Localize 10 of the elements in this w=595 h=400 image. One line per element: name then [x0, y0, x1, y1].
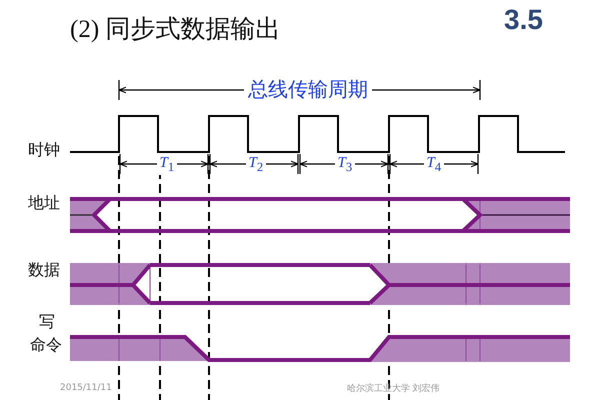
footer-date: 2015/11/11	[60, 384, 112, 394]
footer-text: 哈尔滨工业大学 刘宏伟	[347, 384, 440, 394]
title: (2) 同步式数据输出	[70, 16, 280, 44]
signal-label: 地址	[28, 194, 60, 212]
dimension-label: 总线传输周期	[244, 78, 372, 100]
signal-label: 时钟	[28, 141, 60, 159]
signal-label: 数据	[28, 261, 60, 279]
signal-label: 写命令	[30, 311, 63, 356]
dimension-label: T$_{1}$	[156, 155, 178, 175]
section-number: 3.5	[504, 4, 543, 36]
